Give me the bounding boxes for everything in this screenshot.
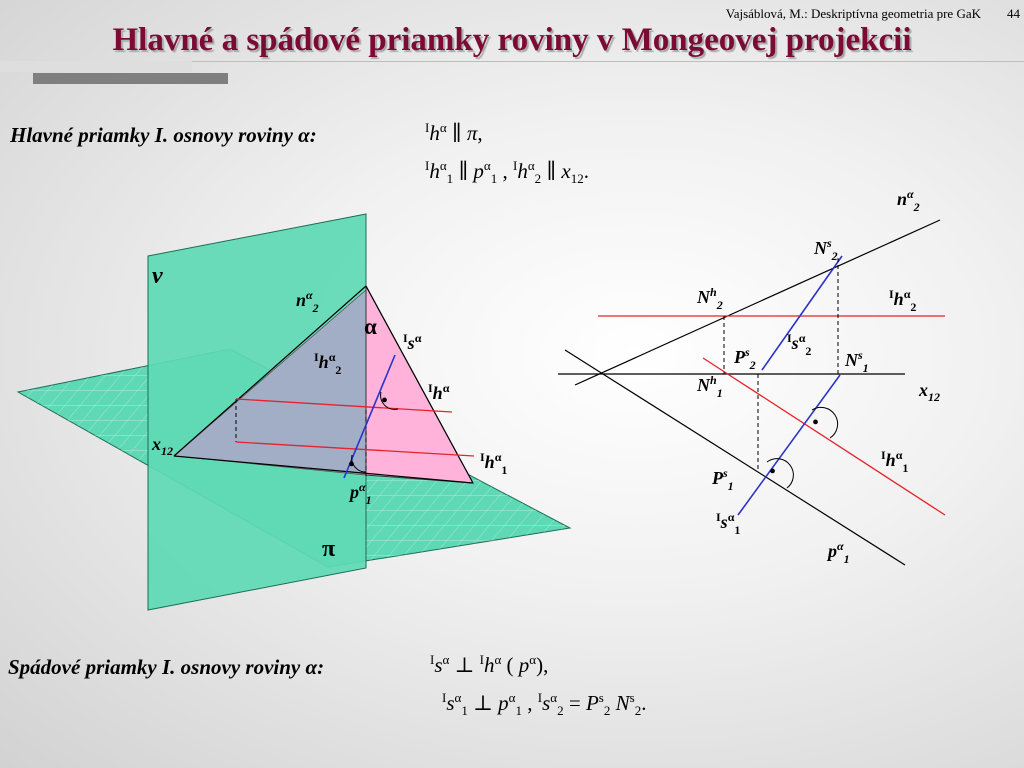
- label-h: Ihα: [428, 381, 450, 403]
- trace-n2: [574, 219, 941, 386]
- label-x12: x12: [151, 434, 173, 458]
- line-s2: [761, 255, 843, 371]
- title-rule: [192, 61, 1024, 62]
- monge-figure: • • nα2 Ns2 Nh2 Ihα2 Isα2 Ps2 Ns1 Nh1 x1…: [558, 187, 946, 566]
- label-Nh1: Nh1: [696, 373, 723, 400]
- main-lines-formula-2: Ihα1 ∥ pα1 , Ihα2 ∥ x12.: [425, 158, 589, 187]
- line-s-blue: [343, 354, 396, 479]
- label-Ns1: Ns1: [844, 348, 869, 375]
- label-h2: Ihα2: [314, 350, 341, 377]
- label-s2: Isα2: [787, 331, 811, 358]
- label-n2: nα2: [897, 187, 920, 214]
- line-s1: [737, 374, 841, 516]
- trace-p1-line: [173, 455, 474, 484]
- author-note: Vajsáblová, M.: Deskriptívna geometria p…: [725, 6, 981, 21]
- right-angle-arc-4: [766, 458, 794, 489]
- label-h1-monge: Ihα1: [881, 448, 908, 475]
- right-angle-arc-2: [351, 454, 367, 473]
- label-Ns2: Ns2: [813, 236, 838, 263]
- right-angle-arc-1: [380, 391, 399, 410]
- line-h1: [702, 357, 946, 516]
- label-pi: π: [322, 536, 335, 562]
- slide-title: Hlavné a spádové priamky roviny v Mongeo…: [112, 22, 912, 58]
- label-x12-monge: x12: [918, 380, 940, 404]
- main-lines-formula-1: Ihα ∥ π,: [425, 120, 483, 145]
- label-p1-monge: pα1: [826, 539, 850, 566]
- page-number: 44: [1007, 6, 1020, 21]
- edge-alpha: [365, 285, 474, 484]
- dot-mark-3: •: [812, 412, 819, 434]
- label-s1: Isα1: [716, 510, 740, 537]
- line-h2-red: [235, 441, 475, 457]
- dot-mark-1: •: [381, 390, 388, 412]
- label-p1: pα1: [348, 480, 372, 507]
- trace-n2-line: [173, 285, 367, 457]
- label-s: Isα: [403, 331, 422, 353]
- label-Nh2: Nh2: [696, 285, 723, 312]
- slope-lines-formula-2: Isα1 ⊥ pα1 , Isα2 = Ps2 Ns2.: [442, 690, 647, 719]
- label-alpha: α: [364, 314, 377, 339]
- label-h1: Ihα1: [480, 450, 507, 477]
- dot-mark-2: •: [348, 454, 355, 476]
- right-angle-arc-3: [811, 406, 839, 439]
- label-Ps1: Ps1: [711, 466, 734, 493]
- dot-mark-4: •: [769, 461, 776, 483]
- header-note: Vajsáblová, M.: Deskriptívna geometria p…: [650, 6, 1020, 22]
- label-Ps2: Ps2: [733, 345, 756, 372]
- title-bar-light: [0, 61, 192, 72]
- label-nu: ν: [152, 263, 163, 289]
- space-figure: ν α π nα2 Isα Ihα2 Ihα x12 Ihα1 pα1 • •: [16, 213, 572, 611]
- label-h2: Ihα2: [889, 287, 916, 314]
- main-lines-heading: Hlavné priamky I. osnovy roviny α:: [10, 123, 317, 147]
- trace-p1: [564, 349, 906, 566]
- title-bar-dark: [33, 73, 228, 84]
- slope-lines-formula-1: Isα ⊥ Ihα ( pα),: [430, 652, 549, 677]
- slope-lines-heading: Spádové priamky I. osnovy roviny α:: [8, 655, 325, 679]
- label-n2: nα2: [296, 288, 319, 315]
- line-h-red: [235, 398, 453, 413]
